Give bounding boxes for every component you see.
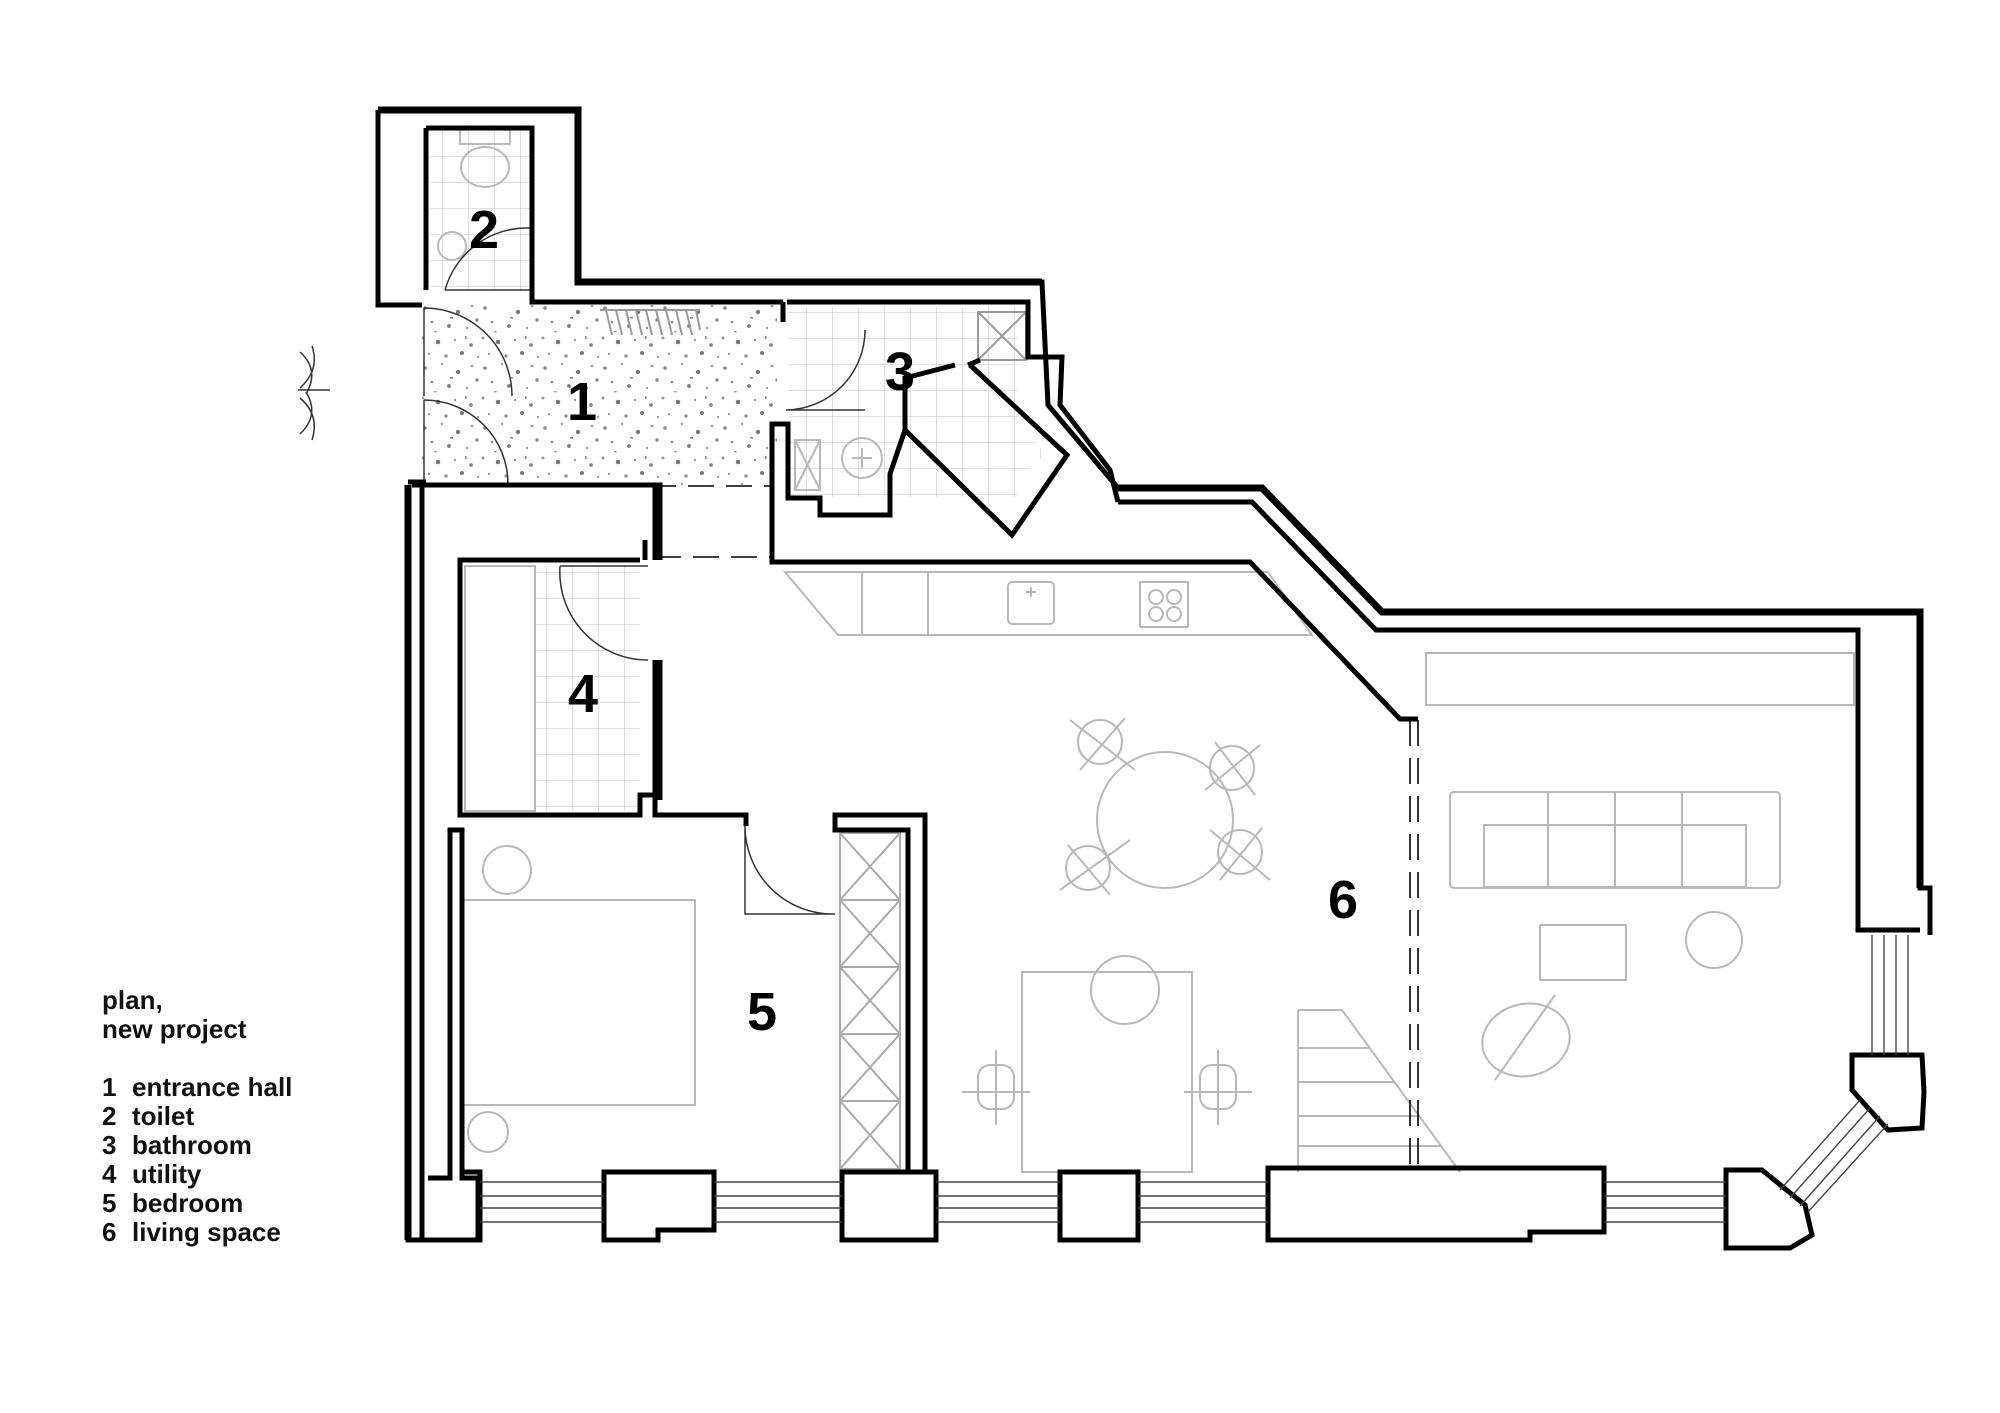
legend: plan, new project 1 entrance hall 2 toil… [102, 986, 292, 1247]
legend-item-number: 4 [102, 1159, 117, 1189]
dining-table [1096, 751, 1234, 889]
wardrobe-wall [832, 812, 928, 1175]
legend-item-label: bedroom [132, 1188, 244, 1218]
corner-bay-wall [1849, 1052, 1927, 1133]
toilet-bowl [460, 146, 510, 188]
terrazzo-floor [422, 305, 777, 485]
desk-chair [962, 1050, 1030, 1125]
sofa [1449, 791, 1781, 889]
legend-item-number: 6 [102, 1217, 117, 1247]
bathroom-tiles-diagonal [918, 360, 1045, 505]
legend-title-line1: plan, [102, 985, 163, 1015]
legend-item: 5 bedroom [102, 1189, 292, 1218]
inner-wall-north [426, 125, 1920, 933]
dining-chair [1209, 827, 1271, 881]
coat-rack [600, 309, 701, 336]
nightstand-lamp [467, 1111, 509, 1153]
dining-chair [1204, 741, 1261, 796]
door-swing [744, 825, 836, 915]
cooktop [1139, 581, 1189, 628]
west-wall [405, 485, 481, 1243]
west-wall-outer [412, 482, 749, 826]
room-number-3: 3 [885, 342, 915, 402]
utility-wall [642, 485, 663, 815]
room-numbers: 1 2 3 4 5 6 [469, 200, 1358, 1042]
utility-tiles [535, 566, 640, 811]
nightstand-lamp [482, 845, 532, 895]
desk-lamp [1090, 955, 1160, 1025]
door-swing [423, 307, 513, 397]
legend-item: 1 entrance hall [102, 1073, 292, 1102]
wall-emphasis [378, 106, 1924, 1240]
legend-item-label: toilet [132, 1101, 195, 1131]
legend-item-label: utility [132, 1159, 202, 1189]
legend-title-line2: new project [102, 1014, 247, 1044]
washer-box [794, 439, 821, 491]
legend-item-label: living space [132, 1217, 281, 1247]
toilet-sink [437, 231, 467, 261]
window [1871, 935, 1909, 1055]
outer-wall-north [378, 107, 1933, 935]
legend-item: 2 toilet [102, 1102, 292, 1131]
exterior-door-icon [298, 345, 330, 441]
room-number-1: 1 [567, 372, 597, 432]
media-unit [1425, 652, 1855, 706]
window [480, 1181, 604, 1223]
window [1138, 1181, 1268, 1223]
door-swing [559, 565, 649, 661]
staircase [1297, 1009, 1461, 1173]
window [1779, 1099, 1889, 1213]
dining-chair [1059, 839, 1131, 896]
wardrobe [839, 832, 901, 1170]
legend-item-number: 1 [102, 1072, 117, 1102]
legend-item: 3 bathroom [102, 1131, 292, 1160]
doors [298, 227, 866, 915]
window [714, 1181, 842, 1223]
door-swing [423, 399, 509, 485]
bathroom-wall [769, 363, 1418, 722]
door-swing [444, 227, 531, 291]
toilet-tiles [430, 125, 530, 290]
room-number-5: 5 [747, 982, 777, 1042]
kitchen-sink [1007, 581, 1055, 625]
toilet-wall [375, 110, 535, 308]
room-number-2: 2 [469, 200, 499, 260]
window [936, 1181, 1060, 1223]
legend-item: 4 utility [102, 1160, 292, 1189]
room-number-6: 6 [1328, 870, 1358, 930]
legend-item-number: 2 [102, 1101, 117, 1131]
door-swing [785, 329, 866, 411]
lounge-chair [1481, 994, 1571, 1081]
room-number-4: 4 [568, 664, 598, 724]
desk [1021, 971, 1193, 1173]
desk-chair [1184, 1050, 1252, 1125]
south-wall [408, 1165, 1815, 1251]
kitchen-counter [782, 571, 1314, 636]
legend-item-number: 3 [102, 1130, 117, 1160]
bed [462, 899, 696, 1106]
window [1604, 1181, 1726, 1223]
windows [480, 935, 1909, 1223]
legend-item: 6 living space [102, 1218, 292, 1247]
legend-item-label: bathroom [132, 1130, 252, 1160]
openings [422, 485, 1419, 1168]
floor-finishes [422, 125, 1045, 811]
legend-item-label: entrance hall [132, 1072, 293, 1102]
furniture [437, 127, 1855, 1173]
bathroom-sink [841, 437, 883, 479]
coffee-table [1539, 924, 1627, 981]
side-table [1685, 911, 1743, 969]
legend-item-number: 5 [102, 1188, 117, 1218]
bathroom-wall-inner [902, 357, 981, 430]
utility-shelf [464, 565, 536, 812]
dining-chair [1069, 717, 1136, 771]
